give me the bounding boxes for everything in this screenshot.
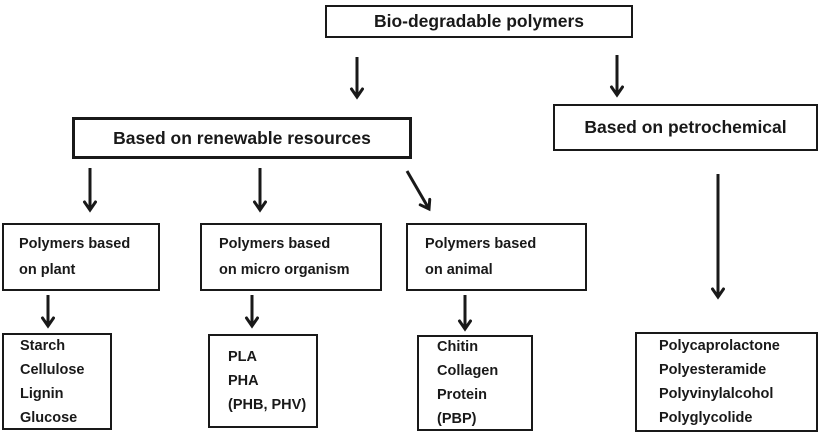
list-item: Lignin	[20, 385, 64, 402]
list-item: (PHB, PHV)	[228, 397, 307, 413]
list-item: Starch	[20, 337, 66, 354]
list-item: Polyvinylalcohol	[659, 386, 774, 402]
list-micro-examples: PLA PHA (PHB, PHV)	[208, 334, 318, 428]
list-item: PLA	[228, 349, 257, 365]
node-line: Polymers based	[219, 236, 331, 252]
node-renewable-resources: Based on renewable resources	[72, 117, 412, 159]
node-line: Polymers based	[19, 236, 131, 252]
list-item: PHA	[228, 373, 259, 389]
node-line: on animal	[425, 262, 493, 278]
list-item: Chitin	[437, 339, 479, 355]
node-polymers-based-on-plant: Polymers based on plant	[2, 223, 160, 291]
node-petrochemical: Based on petrochemical	[553, 104, 818, 151]
list-item: Protein	[437, 387, 487, 403]
list-item: Glucose	[20, 409, 78, 426]
list-item: Polyesteramide	[659, 362, 767, 378]
node-polymers-based-on-micro-organism: Polymers based on micro organism	[200, 223, 382, 291]
list-item: Cellulose	[20, 361, 85, 378]
node-line: on micro organism	[219, 262, 350, 278]
list-animal-examples: Chitin Collagen Protein (PBP)	[417, 335, 533, 431]
list-plant-examples: Starch Cellulose Lignin Glucose	[2, 333, 112, 430]
node-line: Polymers based	[425, 236, 537, 252]
arrow-renewable-to-animal	[405, 170, 432, 212]
node-label: Based on renewable resources	[113, 127, 371, 148]
node-label: Bio-degradable polymers	[373, 11, 585, 31]
list-item: Polyglycolide	[659, 410, 753, 426]
list-item: Polycaprolactone	[659, 338, 780, 354]
list-item: (PBP)	[437, 411, 477, 427]
node-label: Based on petrochemical	[584, 117, 787, 137]
node-polymers-based-on-animal: Polymers based on animal	[406, 223, 587, 291]
node-line: on plant	[19, 262, 76, 278]
list-item: Collagen	[437, 363, 499, 379]
list-petrochemical-examples: Polycaprolactone Polyesteramide Polyviny…	[635, 332, 818, 432]
node-biodegradable-polymers: Bio-degradable polymers	[325, 5, 633, 38]
